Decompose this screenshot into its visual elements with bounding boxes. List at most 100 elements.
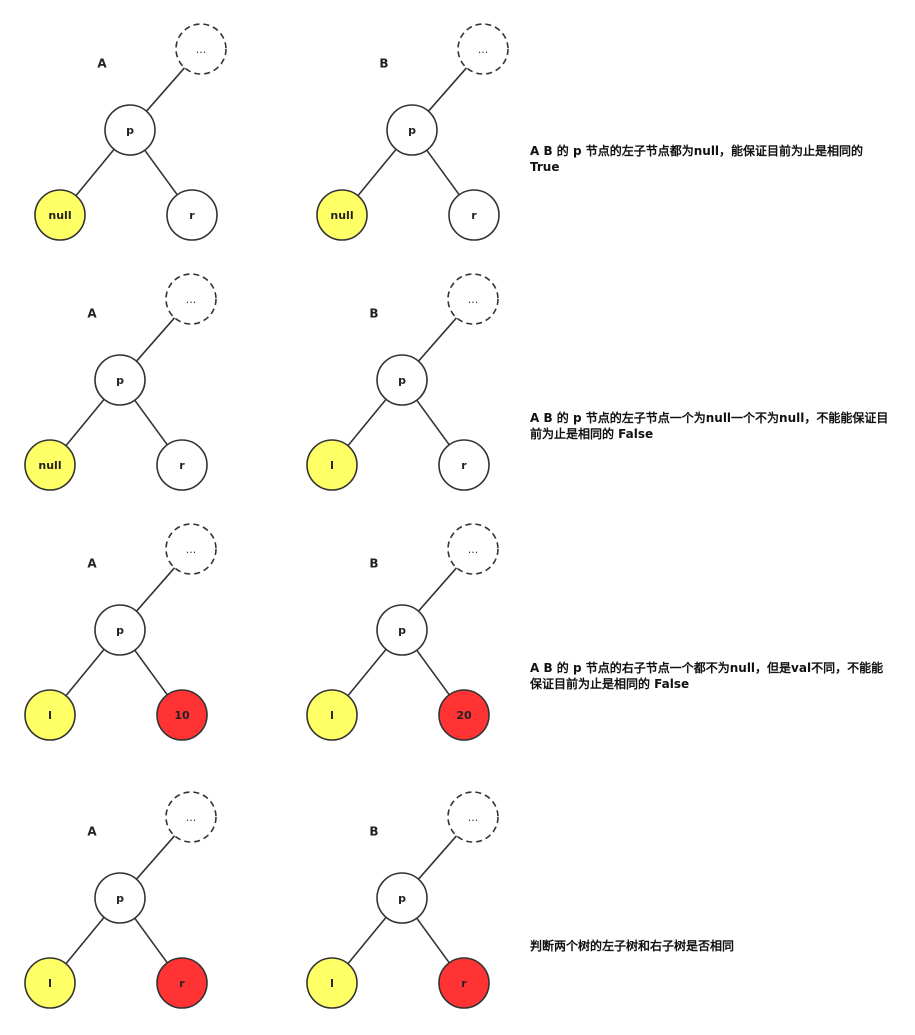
panel-3-tree-a-edge-parent bbox=[135, 567, 176, 612]
panel-3-tree-a-left-node bbox=[24, 689, 76, 741]
note-panel-2: A B 的 p 节点的左子节点一个为null一个不为null，不能能保证目前为止… bbox=[530, 411, 889, 441]
panel-1-tree-a-name-label: A bbox=[97, 57, 107, 71]
panel-1-tree-b-name-label: B bbox=[379, 57, 388, 71]
panel-2-tree-b-p-label: p bbox=[398, 374, 406, 387]
panel-4-tree-a-left-label: l bbox=[48, 977, 52, 990]
panel-2-tree-a-p-node bbox=[94, 354, 146, 406]
panel-2-tree-b-edge-left bbox=[347, 397, 388, 447]
panel-2-tree-a-left-label: null bbox=[38, 459, 61, 472]
panel-3-tree-b-name-label: B bbox=[369, 557, 378, 571]
panel-1-tree-b-ellipsis-node bbox=[457, 23, 509, 75]
panel-1-tree-b-p-node bbox=[386, 104, 438, 156]
panel-4-tree-a-p-node bbox=[94, 872, 146, 924]
panel-3-tree-b-left-label: l bbox=[330, 709, 334, 722]
panel-3-tree-b-ellipsis-node bbox=[447, 523, 499, 575]
panel-4-tree-b-p-label: p bbox=[398, 892, 406, 905]
panel-3-tree-a-right-node bbox=[156, 689, 208, 741]
panel-3-tree-a-edge-right bbox=[132, 648, 168, 696]
panel-2-tree-b-p-node bbox=[376, 354, 428, 406]
panel-4-tree-b-edge-right bbox=[414, 916, 450, 964]
panel-1-tree-a-p-label: p bbox=[126, 124, 134, 137]
panel-2-tree-b-right-label: r bbox=[461, 459, 467, 472]
panel-1-tree-a-left-label: null bbox=[48, 209, 71, 222]
panel-4-tree-b-ellipsis-label: ... bbox=[468, 811, 479, 824]
panel-4-tree-a-edge-right bbox=[132, 916, 168, 964]
panel-2-tree-a-edge-parent bbox=[135, 317, 176, 362]
panel-4-tree-a-edge-left bbox=[65, 915, 106, 965]
panel-1-tree-b-right-node bbox=[448, 189, 500, 241]
panel-3-tree-a-ellipsis-label: ... bbox=[186, 543, 197, 556]
panel-4-tree-a-ellipsis-node bbox=[165, 791, 217, 843]
panel-2-tree-a-p-label: p bbox=[116, 374, 124, 387]
panel-1-tree-a-edge-parent bbox=[145, 67, 186, 112]
panel-2-tree-b-edge-right bbox=[414, 398, 450, 446]
panel-4-tree-a-name-label: A bbox=[87, 825, 97, 839]
panel-1-tree-a-ellipsis-node bbox=[175, 23, 227, 75]
panel-1-tree-a-p-node bbox=[104, 104, 156, 156]
panel-4-tree-a-left-node bbox=[24, 957, 76, 1009]
panel-2-tree-b-left-node bbox=[306, 439, 358, 491]
panel-1-tree-b-p-label: p bbox=[408, 124, 416, 137]
panel-3-tree-a-left-label: l bbox=[48, 709, 52, 722]
panel-3-tree-a-p-label: p bbox=[116, 624, 124, 637]
panel-2-tree-a-edge-right bbox=[132, 398, 168, 446]
panel-4-tree-b-right-node bbox=[438, 957, 490, 1009]
panel-4-tree-a-p-label: p bbox=[116, 892, 124, 905]
panel-3-tree-b-edge-parent bbox=[417, 567, 458, 612]
panel-4-tree-b-ellipsis-node bbox=[447, 791, 499, 843]
panel-4-tree-b-left-node bbox=[306, 957, 358, 1009]
panel-2-tree-a-edge-left bbox=[65, 397, 106, 447]
note-panel-1: A B 的 p 节点的左子节点都为null，能保证目前为止是相同的 True bbox=[530, 144, 864, 174]
panel-3-tree-b-edge-left bbox=[347, 647, 388, 697]
panel-4-tree-a-ellipsis-label: ... bbox=[186, 811, 197, 824]
panel-4-tree-a-edge-parent bbox=[135, 835, 176, 880]
panel-2-tree-b-left-label: l bbox=[330, 459, 334, 472]
panel-1-tree-b-edge-left bbox=[357, 147, 398, 197]
panel-2-tree-a-right-label: r bbox=[179, 459, 185, 472]
note-panel-3: A B 的 p 节点的右子节点一个都不为null，但是val不同，不能能保证目前… bbox=[530, 661, 884, 691]
panel-2-tree-b-ellipsis-label: ... bbox=[468, 293, 479, 306]
panel-3-tree-a-right-label: 10 bbox=[174, 709, 190, 722]
panel-2-tree-b-name-label: B bbox=[369, 307, 378, 321]
panel-2-tree-a-ellipsis-label: ... bbox=[186, 293, 197, 306]
panel-2-tree-a-ellipsis-node bbox=[165, 273, 217, 325]
panel-3-tree-b-p-node bbox=[376, 604, 428, 656]
panel-3-tree-a-name-label: A bbox=[87, 557, 97, 571]
panel-1-tree-b-right-label: r bbox=[471, 209, 477, 222]
panel-1-tree-b-edge-parent bbox=[427, 67, 468, 112]
panel-1-tree-b-left-label: null bbox=[330, 209, 353, 222]
panel-1-tree-a-ellipsis-label: ... bbox=[196, 43, 207, 56]
panel-3-tree-b-right-node bbox=[438, 689, 490, 741]
panel-2-tree-b-right-node bbox=[438, 439, 490, 491]
panel-1-tree-a-right-label: r bbox=[189, 209, 195, 222]
panel-2-tree-b-edge-parent bbox=[417, 317, 458, 362]
panel-2-tree-b-ellipsis-node bbox=[447, 273, 499, 325]
panel-1-tree-b-edge-right bbox=[424, 148, 460, 196]
panel-1-tree-a-edge-left bbox=[75, 147, 116, 197]
panel-4-tree-b-p-node bbox=[376, 872, 428, 924]
panel-2-tree-a-right-node bbox=[156, 439, 208, 491]
note-panel-4: 判断两个树的左子树和右子树是否相同 bbox=[530, 939, 735, 953]
panel-4-tree-b-name-label: B bbox=[369, 825, 378, 839]
panel-1-tree-b-ellipsis-label: ... bbox=[478, 43, 489, 56]
panel-3-tree-a-ellipsis-node bbox=[165, 523, 217, 575]
panel-3-tree-a-edge-left bbox=[65, 647, 106, 697]
panel-3-tree-a-p-node bbox=[94, 604, 146, 656]
panel-2-tree-a-left-node bbox=[24, 439, 76, 491]
panel-4-tree-b-edge-parent bbox=[417, 835, 458, 880]
panel-4-tree-b-right-label: r bbox=[461, 977, 467, 990]
panel-4-tree-a-right-node bbox=[156, 957, 208, 1009]
panel-3-tree-b-ellipsis-label: ... bbox=[468, 543, 479, 556]
panel-1-tree-a-left-node bbox=[34, 189, 86, 241]
panel-1-tree-a-edge-right bbox=[142, 148, 178, 196]
panel-3-tree-b-left-node bbox=[306, 689, 358, 741]
panel-4-tree-b-edge-left bbox=[347, 915, 388, 965]
panel-1-tree-b-left-node bbox=[316, 189, 368, 241]
panel-3-tree-b-p-label: p bbox=[398, 624, 406, 637]
panel-4-tree-a-right-label: r bbox=[179, 977, 185, 990]
panel-1-tree-a-right-node bbox=[166, 189, 218, 241]
panel-2-tree-a-name-label: A bbox=[87, 307, 97, 321]
panel-4-tree-b-left-label: l bbox=[330, 977, 334, 990]
panel-3-tree-b-edge-right bbox=[414, 648, 450, 696]
